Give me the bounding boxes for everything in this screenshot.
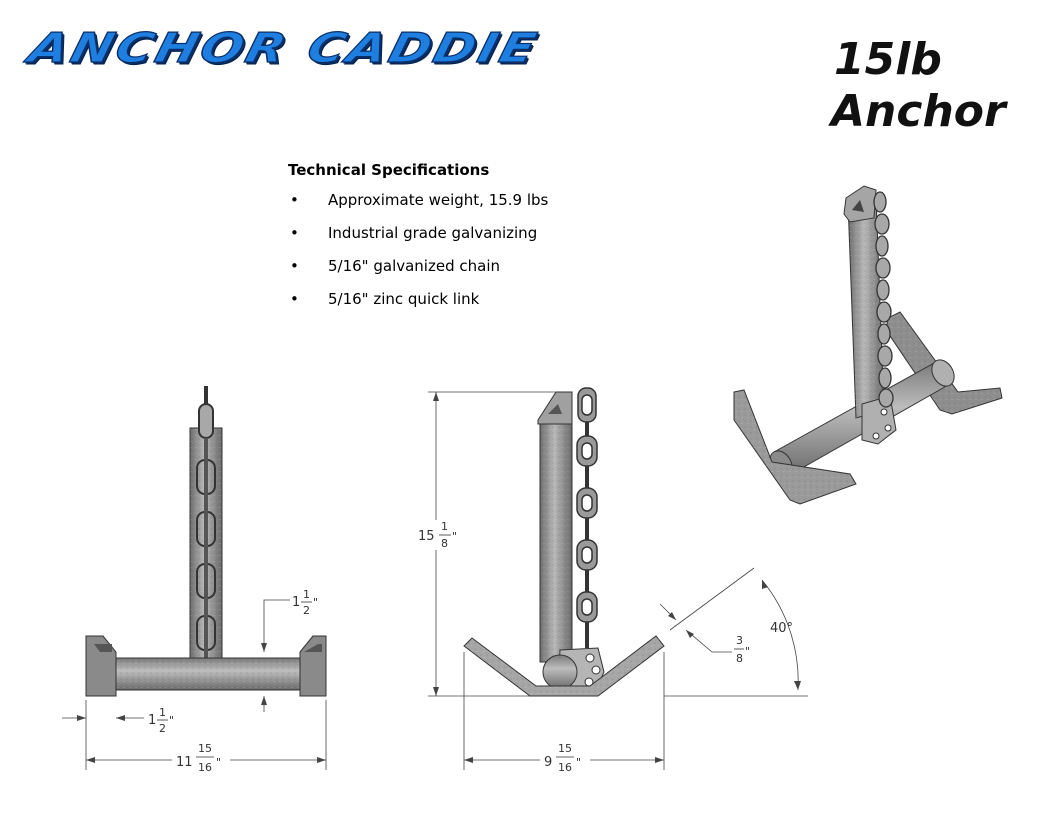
bullet: • bbox=[290, 191, 299, 209]
dim-den: 8 bbox=[736, 652, 743, 665]
dim-num: 1 bbox=[159, 706, 166, 719]
specs-heading: Technical Specifications bbox=[288, 161, 490, 179]
dim-num: 1 bbox=[303, 588, 310, 601]
dim-whole: 15 bbox=[418, 529, 435, 544]
title-weight: 15lb bbox=[834, 34, 942, 85]
dim-flange-width: 1 1 2 " bbox=[62, 706, 174, 735]
title-product: Anchor bbox=[831, 86, 1006, 137]
dim-angle: 40° bbox=[770, 621, 793, 636]
dim-whole: 11 bbox=[176, 755, 193, 770]
isometric-view bbox=[733, 185, 1003, 505]
side-crossbar bbox=[542, 654, 578, 690]
bullet: • bbox=[290, 290, 299, 308]
dim-num: 1 bbox=[441, 520, 448, 533]
dim-unit: " bbox=[745, 645, 750, 658]
dim-den: 16 bbox=[198, 761, 212, 774]
dim-whole: 1 bbox=[148, 713, 156, 728]
bullet: • bbox=[290, 224, 299, 242]
front-view: 1 1 2 " 1 1 2 " 11 15 bbox=[62, 386, 327, 774]
dim-num: 15 bbox=[558, 742, 572, 755]
dim-whole: 9 bbox=[544, 755, 552, 770]
dim-den: 16 bbox=[558, 761, 572, 774]
dim-total-width-side: 9 15 16 " bbox=[463, 652, 665, 774]
front-fluke-right bbox=[299, 635, 327, 697]
bullet: • bbox=[290, 257, 299, 275]
dim-unit: " bbox=[576, 756, 581, 769]
dim-unit: " bbox=[452, 530, 457, 543]
dim-num: 3 bbox=[736, 634, 743, 647]
dim-fluke-angle: 40° bbox=[664, 579, 808, 697]
side-chain bbox=[576, 387, 598, 648]
dim-unit: " bbox=[313, 596, 318, 609]
spec-text: 5/16" zinc quick link bbox=[328, 290, 480, 308]
dim-den: 8 bbox=[441, 537, 448, 550]
dim-den: 2 bbox=[159, 722, 166, 735]
spec-text: Industrial grade galvanizing bbox=[328, 224, 538, 242]
dim-den: 2 bbox=[303, 604, 310, 617]
iso-chain bbox=[873, 191, 894, 408]
front-chain bbox=[196, 386, 216, 688]
dim-flange-height: 1 1 2 " bbox=[261, 588, 318, 712]
dim-total-height: 15 1 8 " bbox=[418, 391, 556, 697]
dim-total-width-front: 11 15 16 " bbox=[85, 700, 327, 774]
dim-fluke-thickness: 3 8 " bbox=[659, 567, 755, 665]
dim-num: 15 bbox=[198, 742, 212, 755]
spec-text: 5/16" galvanized chain bbox=[328, 257, 500, 275]
dim-whole: 1 bbox=[292, 595, 300, 610]
side-view: 15 1 8 " 3 8 " 40° bbox=[418, 387, 808, 774]
dim-unit: " bbox=[216, 756, 221, 769]
spec-text: Approximate weight, 15.9 lbs bbox=[328, 191, 549, 209]
dim-unit: " bbox=[169, 714, 174, 727]
